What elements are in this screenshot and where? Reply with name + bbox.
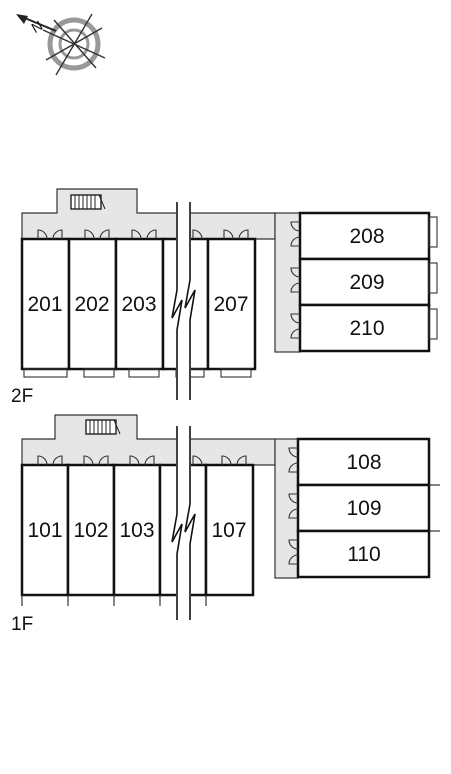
unit-label-101: 101 (27, 519, 62, 542)
compass-rose-icon: N (16, 13, 106, 76)
unit-109 (296, 483, 431, 533)
unit-label-207: 207 (213, 293, 248, 316)
unit-label-208: 208 (349, 225, 384, 248)
floor-1f: 101 102 103 107 108 109 110 1F (11, 414, 440, 635)
floor-2f: 201 202 203 207 208 209 210 2F (11, 188, 438, 407)
compass-north-letter: N (29, 17, 46, 36)
unit-101 (20, 463, 70, 597)
unit-108 (296, 437, 431, 487)
unit-label-108: 108 (346, 451, 381, 474)
unit-102 (66, 463, 116, 597)
unit-label-210: 210 (349, 317, 384, 340)
floor-label-1f: 1F (11, 614, 33, 635)
unit-207 (206, 237, 257, 371)
unit-103 (112, 463, 162, 597)
unit-label-110: 110 (347, 543, 380, 566)
stair-icon (70, 194, 106, 210)
stair-icon (85, 419, 121, 435)
unit-107 (204, 463, 255, 597)
unit-label-103: 103 (119, 519, 154, 542)
unit-label-209: 209 (349, 271, 384, 294)
unit-label-107: 107 (211, 519, 246, 542)
unit-110 (296, 529, 431, 579)
unit-208 (298, 211, 431, 261)
unit-label-203: 203 (121, 293, 156, 316)
unit-label-201: 201 (27, 293, 62, 316)
unit-label-202: 202 (74, 293, 109, 316)
floor-label-2f: 2F (11, 386, 33, 407)
unit-label-102: 102 (73, 519, 108, 542)
unit-label-109: 109 (346, 497, 381, 520)
